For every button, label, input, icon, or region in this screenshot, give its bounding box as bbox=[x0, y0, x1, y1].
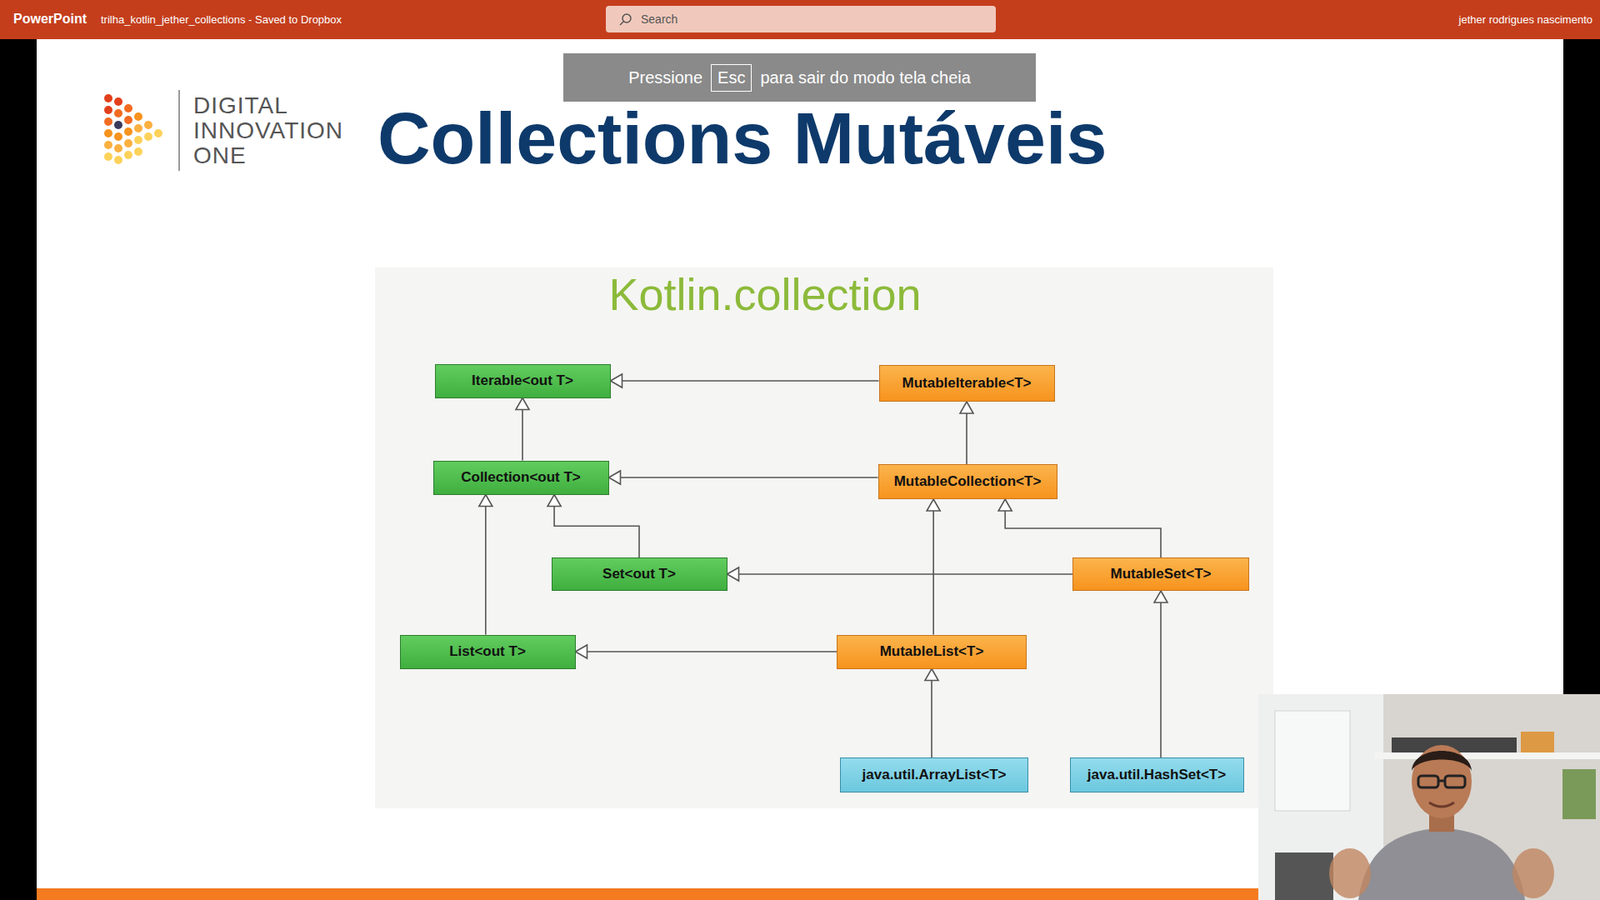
class-box: List<out T> bbox=[400, 635, 576, 670]
key-cap: Esc bbox=[710, 64, 752, 92]
search-placeholder: Search bbox=[640, 12, 678, 26]
inheritance-arrow bbox=[515, 398, 530, 461]
inheritance-arrow bbox=[547, 495, 640, 559]
class-name: Set<out T> bbox=[602, 565, 676, 583]
user-name: jether rodrigues nascimento bbox=[1459, 13, 1593, 26]
class-box: Set<out T> bbox=[551, 557, 728, 591]
class-box: MutableList<T> bbox=[836, 635, 1027, 670]
fullscreen-notice: Pressione Esc para sair do modo tela cheia bbox=[563, 53, 1036, 102]
slide-title: Collections Mutáveis bbox=[377, 101, 1107, 175]
class-box: Iterable<out T> bbox=[435, 364, 611, 399]
inheritance-arrow bbox=[727, 567, 1074, 581]
class-box: Collection<out T> bbox=[433, 460, 610, 495]
inheritance-arrow bbox=[479, 495, 493, 635]
class-name: Iterable<out T> bbox=[471, 372, 574, 390]
logo-dots bbox=[101, 91, 170, 167]
class-name: java.util.HashSet<T> bbox=[1087, 766, 1226, 784]
class-name: Collection<out T> bbox=[460, 469, 581, 486]
class-box: java.util.HashSet<T> bbox=[1070, 757, 1245, 793]
search-icon bbox=[618, 12, 634, 28]
inheritance-arrow bbox=[610, 374, 880, 388]
diagram-ground bbox=[375, 267, 1274, 809]
class-box: MutableCollection<T> bbox=[878, 464, 1058, 500]
webcam-video bbox=[1258, 694, 1600, 900]
notice-text: para sair do modo tela cheia bbox=[760, 68, 970, 88]
file-name: trilha_kotlin_jether_collections - Saved… bbox=[100, 13, 342, 26]
inheritance-arrow bbox=[926, 499, 940, 635]
slide-stripe bbox=[36, 888, 1262, 900]
class-box: java.util.ArrayList<T> bbox=[840, 757, 1029, 793]
inheritance-arrow bbox=[998, 499, 1161, 558]
class-name: MutableList<T> bbox=[880, 643, 985, 660]
inheritance-arrow bbox=[575, 645, 838, 659]
inheritance-arrow bbox=[609, 470, 879, 485]
logo-divider bbox=[178, 90, 180, 171]
diagram-heading: Kotlin.collection bbox=[608, 268, 921, 320]
class-name: MutableCollection<T> bbox=[894, 473, 1042, 490]
class-box: MutableIterable<T> bbox=[879, 365, 1055, 402]
inheritance-arrow bbox=[960, 401, 974, 465]
class-name: List<out T> bbox=[449, 643, 526, 660]
class-box: MutableSet<T> bbox=[1072, 557, 1250, 591]
class-name: MutableSet<T> bbox=[1110, 565, 1212, 583]
class-name: java.util.ArrayList<T> bbox=[862, 766, 1007, 784]
app-name: PowerPoint bbox=[13, 11, 87, 27]
inheritance-arrow bbox=[1154, 590, 1168, 758]
right-black-bar bbox=[1563, 39, 1600, 695]
class-name: MutableIterable<T> bbox=[902, 375, 1032, 392]
notice-text: Pressione bbox=[628, 68, 703, 88]
logo-text: DIGITAL INNOVATION ONE bbox=[193, 93, 344, 170]
inheritance-arrow bbox=[925, 669, 939, 759]
